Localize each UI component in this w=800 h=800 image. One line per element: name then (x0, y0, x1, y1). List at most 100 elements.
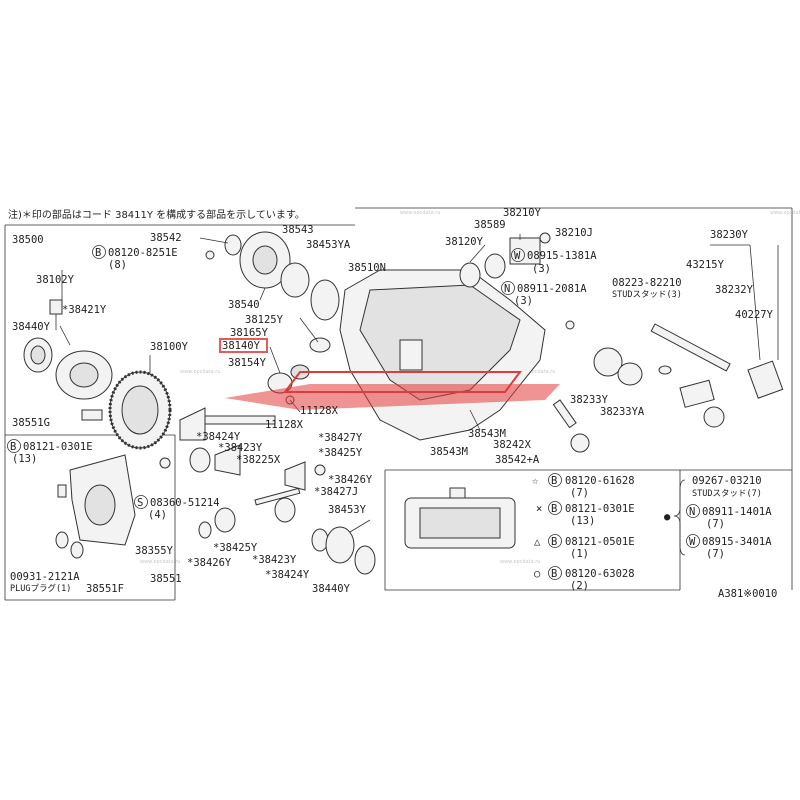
legend-bolt-circle-3 (548, 534, 562, 548)
label-bolt-symbol-2: B (10, 441, 16, 453)
label-washer-symbol-1: W (514, 250, 521, 262)
differential-gears-drawing (159, 444, 376, 575)
label-plug-1: PLUGプラグ(1) (10, 583, 71, 594)
part-labels: 38500 38102Y *38421Y 38440Y 38100Y 38551… (7, 207, 774, 595)
label-38230Y: 38230Y (710, 229, 749, 241)
washer-symbol-circle-1 (511, 248, 525, 262)
label-40227Y: 40227Y (735, 309, 774, 321)
label-38440Y-left: 38440Y (12, 321, 51, 333)
label-38424Y-a: *38424Y (196, 431, 241, 443)
label-screw-symbol: S (137, 497, 143, 509)
label-qty-13a: (13) (12, 453, 37, 465)
label-38233YA: 38233YA (600, 406, 645, 418)
legend-nut-circle (686, 504, 700, 518)
label-38426Y-a: *38426Y (328, 474, 373, 486)
legend-nut-qty: (7) (706, 518, 725, 530)
side-shaft-drawing (552, 323, 784, 453)
legend-triangle-symbol: △ (534, 536, 541, 548)
label-38542A: 38542+A (495, 454, 540, 466)
legend-washer-qty: (7) (706, 548, 725, 560)
label-38242X: 38242X (493, 439, 532, 451)
legend-row1-code: 08120-61628 (565, 475, 635, 487)
label-38543: 38543 (282, 224, 314, 236)
legend-row2-code: 08121-0301E (565, 503, 635, 515)
differential-case-drawing (23, 299, 113, 421)
label-38551F: 38551F (86, 583, 124, 595)
label-qty-8: (8) (108, 259, 127, 271)
label-38453Y: 38453Y (328, 504, 367, 516)
legend-bolt-symbol-1: B (551, 475, 557, 487)
front-cover-drawing (205, 231, 340, 321)
legend-circle-symbol: ○ (534, 568, 541, 580)
figure-code: A381※0010 (718, 588, 777, 600)
fastener-legend: ☆ B 08120-61628 (7) × B 08121-0301E (13)… (532, 473, 772, 592)
label-nut-symbol-1: N (504, 283, 510, 295)
drive-pinion-drawing (179, 407, 276, 441)
svg-text:www.epcdata.ru: www.epcdata.ru (515, 369, 555, 375)
label-38233Y: 38233Y (570, 394, 609, 406)
screw-symbol-circle (134, 495, 148, 509)
bolt-symbol-circle-2 (7, 439, 21, 453)
label-38421Y: *38421Y (62, 304, 107, 316)
label-38543M-a: 38543M (468, 428, 506, 440)
label-08120-8251E: 08120-8251E (108, 247, 178, 259)
legend-dot-symbol: ● (664, 511, 671, 523)
label-stud-3: STUDスタッド(3) (612, 290, 682, 300)
svg-text:www.epcdata.ru: www.epcdata.ru (770, 210, 800, 216)
diagram-frame (4, 207, 793, 601)
label-38232Y: 38232Y (715, 284, 754, 296)
label-38423Y-a: *38423Y (218, 442, 263, 454)
label-11128X-a: 11128X (300, 405, 339, 417)
legend-washer-symbol: W (689, 536, 696, 548)
legend-row4-qty: (2) (570, 580, 589, 592)
legend-bolt-symbol-2: B (551, 503, 557, 515)
label-bolt-symbol-1: B (95, 247, 101, 259)
label-38425Y-b: *38425Y (213, 542, 258, 554)
brand-overlay-logo (225, 371, 560, 410)
bolt-symbol-circle (92, 245, 106, 259)
companion-flange-drawing (459, 232, 575, 330)
label-38510N: 38510N (348, 262, 386, 274)
label-38543M-b: 38543M (430, 446, 468, 458)
legend-row4-code: 08120-63028 (565, 568, 635, 580)
label-08915-1381A: 08915-1381A (527, 250, 597, 262)
label-08911-2081A: 08911-2081A (517, 283, 587, 295)
label-38425Y-a: *38425Y (318, 447, 363, 459)
label-38120Y: 38120Y (445, 236, 484, 248)
legend-bolt-circle-2 (548, 501, 562, 515)
legend-cross-symbol: × (536, 503, 542, 515)
label-00931-2121A: 00931-2121A (10, 571, 80, 583)
label-38551: 38551 (150, 573, 182, 585)
highlight-box (219, 338, 268, 353)
legend-row3-code: 08121-0501E (565, 536, 635, 548)
legend-row2-qty: (13) (570, 515, 595, 527)
label-38426Y-b: *38426Y (187, 557, 232, 569)
part-drawings (23, 231, 784, 575)
legend-bolt-circle-4 (548, 566, 562, 580)
legend-gasket-drawing (404, 487, 516, 549)
label-38125Y: 38125Y (245, 314, 284, 326)
label-38453YA: 38453YA (306, 239, 351, 251)
label-38140Y: 38140Y (222, 340, 261, 352)
label-38427Y-a: *38427Y (318, 432, 363, 444)
label-38100Y: 38100Y (150, 341, 189, 353)
label-08223-82210: 08223-82210 (612, 277, 682, 289)
label-38542: 38542 (150, 232, 182, 244)
label-38225X: *38225X (236, 454, 281, 466)
label-38427J: *38427J (314, 486, 358, 498)
legend-bolt-circle-1 (548, 473, 562, 487)
label-38589: 38589 (474, 219, 506, 231)
label-qty-3b: (3) (514, 295, 533, 307)
label-08360-51214: 08360-51214 (150, 497, 220, 509)
legend-bolt-symbol-3: B (551, 536, 557, 548)
label-qty-4: (4) (148, 509, 167, 521)
legend-nut-symbol: N (689, 506, 695, 518)
label-38440Y-b: 38440Y (312, 583, 351, 595)
label-11128X-b: 11128X (265, 419, 304, 431)
label-38102Y: 38102Y (36, 274, 75, 286)
legend-washer-code: 08915-3401A (702, 536, 772, 548)
legend-row1-qty: (7) (570, 487, 589, 499)
label-38210J: 38210J (555, 227, 593, 239)
legend-nut-code: 08911-1401A (702, 506, 772, 518)
